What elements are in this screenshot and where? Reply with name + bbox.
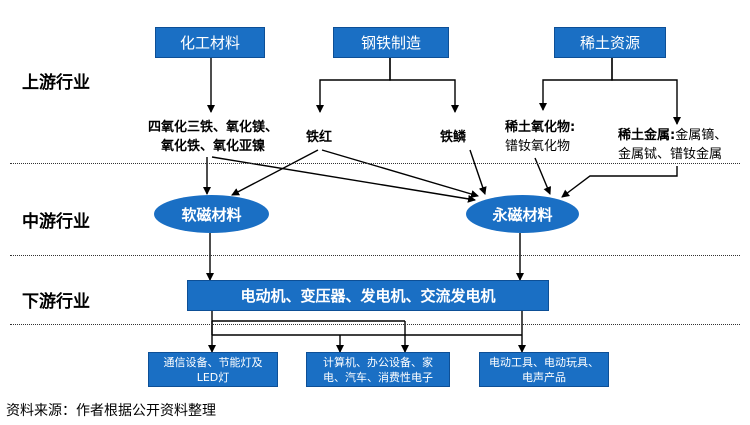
level-label-upstream: 上游行业: [22, 73, 90, 93]
arrow-re-oxide-to-perm: [534, 157, 551, 195]
source-note: 资料来源：作者根据公开资料整理: [6, 403, 216, 419]
app-computers-consumer-line1: 计算机、办公设备、家: [323, 355, 433, 369]
box-steel-manufacturing: 钢铁制造: [333, 27, 449, 58]
oval-soft-magnetic-materials: 软磁材料: [154, 195, 269, 233]
raw-iron-scale: 铁鳞: [440, 130, 467, 145]
raw-iron-oxides-line2: 氧化铁、氧化亚镍: [160, 139, 265, 154]
raw-iron-oxides: 四氧化三铁、氧化镁、 氧化铁、氧化亚镍: [148, 118, 278, 156]
box-downstream-motors: 电动机、变压器、发电机、交流发电机: [187, 280, 549, 311]
app-telecom-led-line1: 通信设备、节能灯及: [163, 355, 263, 369]
arrow-iron-scale-to-perm: [469, 149, 487, 195]
arrow-rare-to-oxide: [539, 58, 613, 111]
arrow-steel-to-iron-scale: [389, 58, 459, 113]
app-computers-consumer-line2: 电、汽车、消费性电子: [323, 370, 433, 384]
separator-midstream: [10, 255, 740, 256]
separator-upstream: [10, 163, 740, 164]
level-label-midstream: 中游行业: [22, 212, 90, 232]
raw-rare-earth-oxide-title: 稀土氧化物:: [505, 120, 576, 135]
arrow-oxides-to-perm: [211, 156, 476, 203]
arrow-iron-red-to-perm: [321, 149, 479, 198]
box-chemical-materials: 化工材料: [155, 27, 265, 58]
raw-iron-oxides-line1: 四氧化三铁、氧化镁、: [148, 120, 279, 135]
arrow-iron-red-to-soft: [231, 149, 319, 196]
arrow-rare-to-metal: [611, 58, 681, 125]
level-label-downstream: 下游行业: [22, 292, 90, 312]
app-power-tools-line2: 电声产品: [522, 370, 566, 384]
box-app-computers-consumer: 计算机、办公设备、家 电、汽车、消费性电子: [306, 352, 450, 387]
raw-rare-earth-metal-detail1: 金属镝、: [675, 128, 728, 143]
raw-rare-earth-metal-title: 稀土金属:: [618, 128, 676, 143]
box-rare-earth-resources: 稀土资源: [554, 27, 666, 58]
box-app-telecom-led: 通信设备、节能灯及 LED灯: [148, 352, 278, 387]
oval-permanent-magnetic-materials: 永磁材料: [466, 195, 579, 233]
app-telecom-led-line2: LED灯: [196, 370, 230, 384]
raw-rare-earth-metal: 稀土金属:金属镝、 金属铽、镨钕金属: [618, 126, 743, 164]
raw-rare-earth-oxide: 稀土氧化物: 镨钕氧化物: [505, 118, 575, 156]
raw-rare-earth-metal-detail2: 金属铽、镨钕金属: [618, 147, 723, 162]
separator-downstream: [10, 324, 740, 325]
raw-iron-red: 铁红: [306, 130, 333, 145]
raw-rare-earth-oxide-detail: 镨钕氧化物: [505, 139, 571, 154]
box-app-power-tools: 电动工具、电动玩具、 电声产品: [479, 352, 609, 387]
app-power-tools-line1: 电动工具、电动玩具、: [489, 355, 599, 369]
arrow-re-metal-to-perm: [561, 166, 678, 198]
arrow-steel-to-iron-red: [316, 58, 391, 113]
